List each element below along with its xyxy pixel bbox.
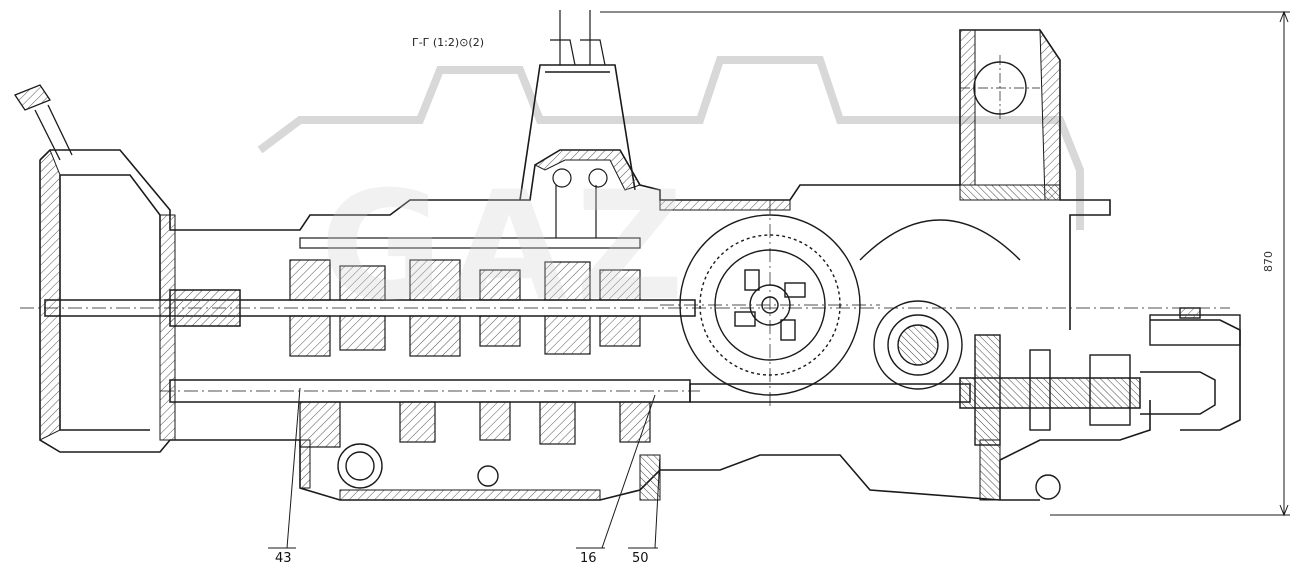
drain-plug (337, 443, 1061, 500)
leader-lines (268, 387, 661, 549)
output-shaft (689, 371, 1216, 415)
callout-16: 16 (580, 551, 597, 566)
top-boss (960, 55, 1040, 120)
section-title: Г-Г (1:2)⊙(2) (412, 36, 484, 49)
callout-50: 50 (632, 551, 649, 566)
section-scale: (1:2) (432, 36, 460, 49)
watermark-text: GAZ (320, 160, 692, 334)
gear-blocks (289, 259, 651, 448)
section-sheet: (2) (468, 36, 484, 49)
callout-43: 43 (275, 551, 292, 566)
rear-bearing (873, 300, 963, 390)
main-shaft (20, 289, 1230, 327)
sheet-symbol-icon: ⊙ (459, 36, 469, 49)
dipstick (14, 84, 73, 161)
transfer-gear (660, 200, 1021, 410)
section-letter: Г-Г (412, 36, 430, 49)
overall-dimension: 870 (1262, 251, 1275, 272)
hatched-walls (39, 28, 1061, 501)
shift-rails (299, 10, 641, 249)
dimension-line (600, 10, 1290, 517)
rear-flange (974, 307, 1241, 446)
counter-shaft (160, 379, 700, 403)
